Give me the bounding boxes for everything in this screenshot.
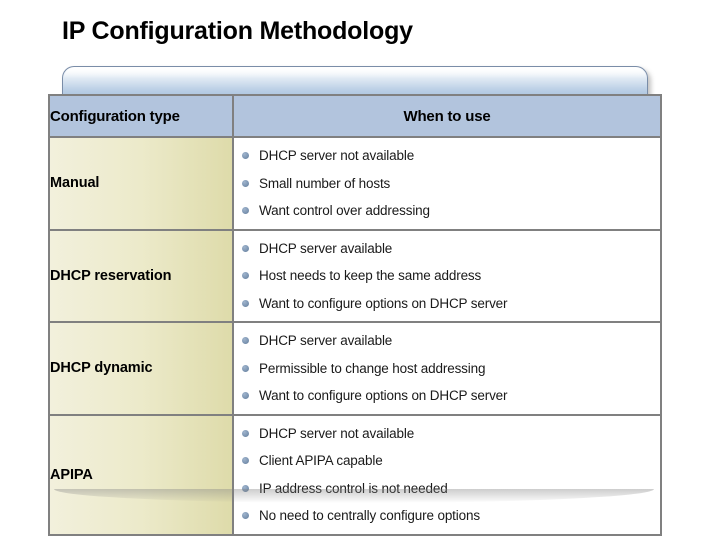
configuration-table-container: Configuration type When to use Manual DH… xyxy=(48,94,662,536)
list-item: DHCP server not available xyxy=(234,142,660,170)
cell-configuration-type: DHCP dynamic xyxy=(48,321,234,416)
bullet-list: DHCP server available Host needs to keep… xyxy=(234,231,660,322)
table-row: Manual DHCP server not available Small n… xyxy=(48,136,662,231)
list-item-label: DHCP server available xyxy=(259,240,393,256)
table-row: DHCP reservation DHCP server available H… xyxy=(48,228,662,323)
bullet-dot-icon xyxy=(242,337,249,345)
table-header-row: Configuration type When to use xyxy=(48,94,662,138)
list-item: Permissible to change host addressing xyxy=(234,355,660,383)
list-item: Want to configure options on DHCP server xyxy=(234,382,660,410)
list-item-label: DHCP server not available xyxy=(259,425,415,441)
bullet-list: DHCP server available Permissible to cha… xyxy=(234,323,660,414)
cell-when-to-use: DHCP server not available Client APIPA c… xyxy=(232,413,662,536)
list-item: DHCP server available xyxy=(234,327,660,355)
list-item: Host needs to keep the same address xyxy=(234,262,660,290)
cell-configuration-type: Manual xyxy=(48,136,234,231)
cell-when-to-use: DHCP server not available Small number o… xyxy=(232,136,662,231)
bullet-dot-icon xyxy=(242,272,249,280)
bullet-dot-icon xyxy=(242,512,249,520)
list-item-label: Host needs to keep the same address xyxy=(259,268,482,283)
table-body: Manual DHCP server not available Small n… xyxy=(48,136,662,536)
bullet-dot-icon xyxy=(242,364,249,372)
table-row: DHCP dynamic DHCP server available Permi… xyxy=(48,321,662,416)
bullet-dot-icon xyxy=(242,299,249,307)
top-bar-highlight xyxy=(64,68,646,78)
list-item-label: Want control over addressing xyxy=(259,203,430,218)
list-item: No need to centrally configure options xyxy=(234,502,660,530)
list-item-label: No need to centrally configure options xyxy=(259,508,480,523)
cell-when-to-use: DHCP server available Host needs to keep… xyxy=(232,228,662,323)
bullet-dot-icon xyxy=(242,179,249,187)
list-item-label: Client APIPA capable xyxy=(259,453,383,468)
cell-configuration-type: APIPA xyxy=(48,413,234,536)
list-item: Want control over addressing xyxy=(234,197,660,225)
column-header-when-to-use: When to use xyxy=(232,94,662,138)
list-item-label: DHCP server available xyxy=(259,333,393,348)
list-item-label: Want to configure options on DHCP server xyxy=(259,295,508,311)
bullet-dot-icon xyxy=(242,244,249,252)
bullet-dot-icon xyxy=(242,392,249,400)
list-item-label: Want to configure options on DHCP server xyxy=(259,388,508,403)
table-row: APIPA DHCP server not available Client A… xyxy=(48,413,662,536)
list-item-label: Permissible to change host addressing xyxy=(259,360,486,376)
table-header: Configuration type When to use xyxy=(48,94,662,138)
page-title: IP Configuration Methodology xyxy=(62,17,413,45)
cell-configuration-type: DHCP reservation xyxy=(48,228,234,323)
list-item-label: DHCP server not available xyxy=(259,148,415,163)
list-item-label: Small number of hosts xyxy=(259,175,391,191)
bullet-dot-icon xyxy=(242,152,249,160)
list-item: Small number of hosts xyxy=(234,170,660,198)
bullet-dot-icon xyxy=(242,207,249,215)
list-item: IP address control is not needed xyxy=(234,475,660,503)
column-header-configuration-type: Configuration type xyxy=(48,94,234,138)
list-item: Want to configure options on DHCP server xyxy=(234,290,660,318)
list-item: DHCP server not available xyxy=(234,420,660,448)
bullet-dot-icon xyxy=(242,484,249,492)
bullet-dot-icon xyxy=(242,429,249,437)
bullet-list: DHCP server not available Client APIPA c… xyxy=(234,416,660,534)
bullet-list: DHCP server not available Small number o… xyxy=(234,138,660,229)
list-item: DHCP server available xyxy=(234,235,660,263)
list-item-label: IP address control is not needed xyxy=(259,480,448,496)
list-item: Client APIPA capable xyxy=(234,447,660,475)
cell-when-to-use: DHCP server available Permissible to cha… xyxy=(232,321,662,416)
configuration-table: Configuration type When to use Manual DH… xyxy=(48,94,662,536)
bullet-dot-icon xyxy=(242,457,249,465)
